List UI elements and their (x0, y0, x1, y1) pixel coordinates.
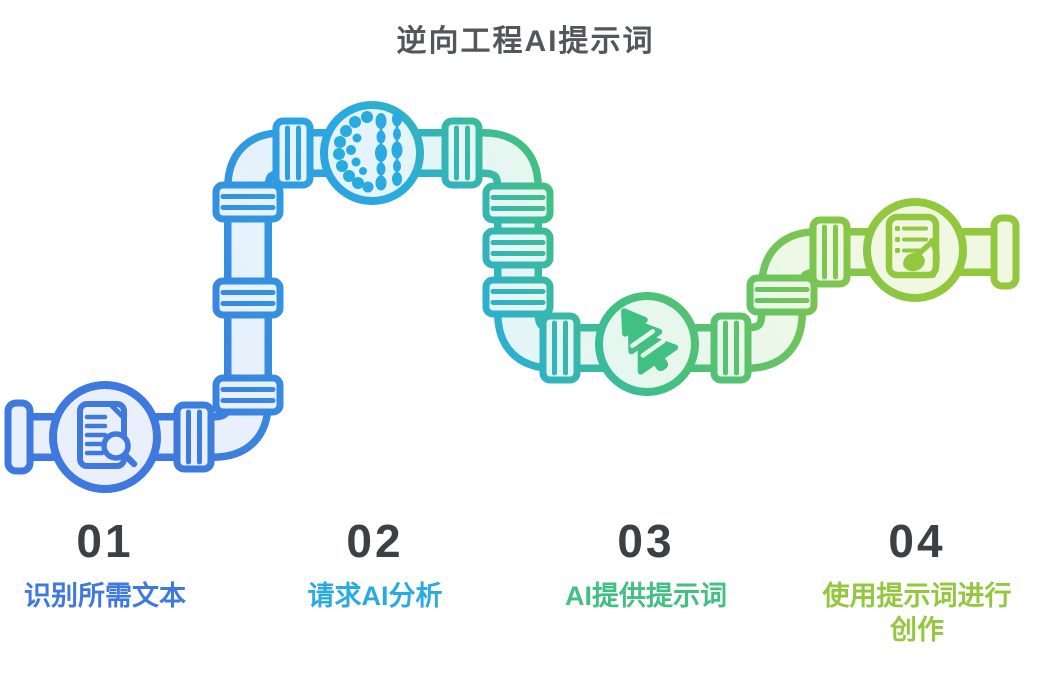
coupling (482, 276, 554, 318)
step-3-label: AI提供提示词 (565, 581, 727, 611)
coupling (746, 274, 818, 316)
coupling (212, 277, 284, 319)
pipe-couplings (173, 117, 851, 473)
writing-hand-icon (885, 213, 940, 279)
page-title: 逆向工程AI提示词 (396, 25, 655, 58)
document-search-icon (77, 401, 138, 469)
coupling (809, 216, 851, 288)
paper-plane-icon (621, 308, 679, 375)
step-4: 04 使用提示词进行创作 (777, 518, 1051, 648)
coupling (212, 181, 284, 223)
step-2-label: 请求AI分析 (307, 581, 443, 611)
brain-icon (333, 111, 403, 193)
step-4-label: 使用提示词进行创作 (822, 581, 1012, 645)
coupling (539, 312, 581, 384)
coupling (482, 182, 554, 224)
coupling (710, 312, 752, 384)
step-1: 01 识别所需文本 (0, 518, 245, 614)
step-1-label: 识别所需文本 (24, 581, 186, 611)
step-3-number: 03 (617, 515, 675, 567)
coupling (482, 227, 554, 269)
pipe-end-cap-right (990, 214, 1020, 290)
coupling (441, 117, 483, 189)
step-3: 03 AI提供提示词 (506, 518, 786, 614)
step-2-number: 02 (346, 515, 404, 567)
step-4-number: 04 (888, 515, 946, 567)
step-2: 02 请求AI分析 (235, 518, 515, 614)
coupling (173, 401, 215, 473)
pipe-end-cap-left (4, 399, 34, 475)
step-1-number: 01 (76, 515, 134, 567)
coupling (212, 374, 284, 416)
coupling (272, 117, 314, 189)
